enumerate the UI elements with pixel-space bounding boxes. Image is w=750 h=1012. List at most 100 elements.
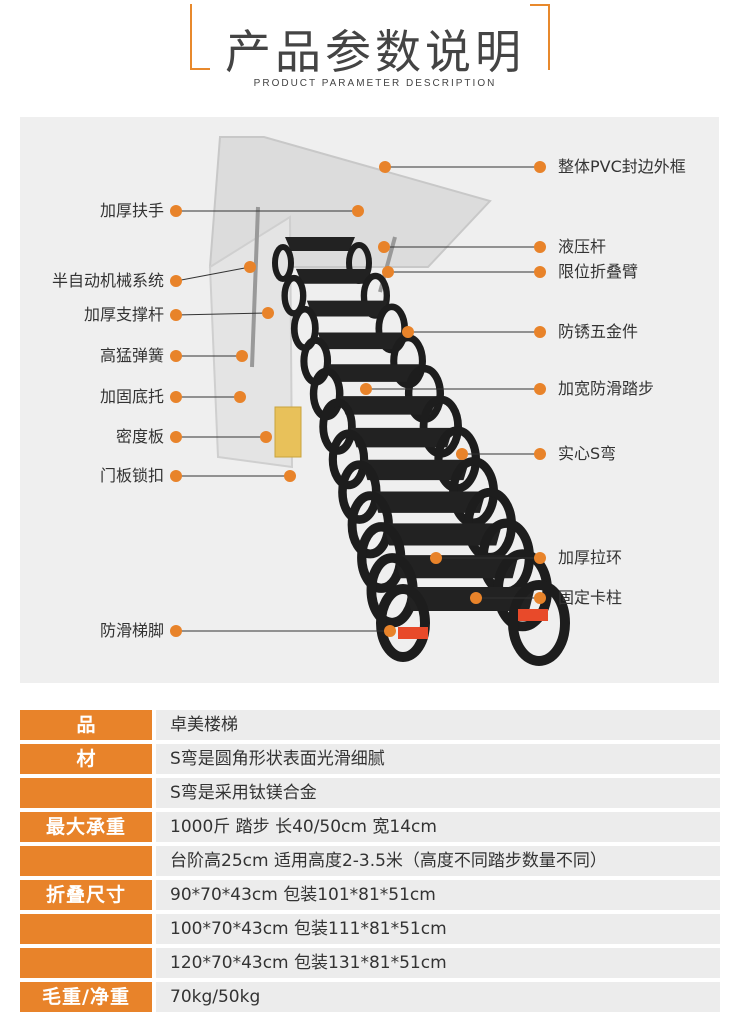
- label-density-board: 密度板: [115, 427, 164, 446]
- callout-dot: [534, 241, 546, 253]
- connector-line: [175, 266, 251, 282]
- callout-dot: [236, 350, 248, 362]
- spec-key: 最大承重: [20, 812, 152, 842]
- spec-key: 材 质: [20, 744, 152, 800]
- spec-value: S弯是圆角形状表面光滑细腻: [156, 744, 720, 774]
- label-rustproof-hardware: 防锈五金件: [558, 322, 639, 341]
- spec-row: S弯是采用钛镁合金: [20, 778, 720, 808]
- callout-dot: [170, 350, 182, 362]
- s-bend: [376, 584, 430, 662]
- spec-value: 1000斤 踏步 长40/50cm 宽14cm: [156, 812, 720, 842]
- spec-value: 100*70*43cm 包装111*81*51cm: [156, 914, 720, 944]
- ladder-step: [317, 332, 405, 350]
- ladder-step: [405, 587, 535, 611]
- callout-dot: [534, 161, 546, 173]
- spec-value: 70kg/50kg: [156, 982, 720, 1012]
- density-board: [274, 406, 302, 458]
- callout-dot: [534, 552, 546, 564]
- label-folding-arm: 限位折叠臂: [558, 262, 639, 281]
- callout-dot: [170, 470, 182, 482]
- callout-dot: [534, 383, 546, 395]
- spec-value: S弯是采用钛镁合金: [156, 778, 720, 808]
- ladder-foot: [518, 609, 548, 621]
- callout-dot: [534, 266, 546, 278]
- spec-row: 折叠尺寸 90*70*43cm 包装101*81*51cm: [20, 880, 720, 910]
- spec-key: [20, 846, 152, 876]
- ladder-step: [306, 300, 388, 317]
- header-bracket-left: [190, 4, 210, 70]
- section-header: 产品参数说明 PRODUCT PARAMETER DESCRIPTION: [0, 0, 750, 110]
- label-pull-ring: 加厚拉环: [558, 548, 623, 567]
- callout-dot: [534, 592, 546, 604]
- label-door-lock: 门板锁扣: [99, 466, 164, 485]
- label-hydraulic-rod: 液压杆: [558, 237, 607, 256]
- callout-dot: [456, 448, 468, 460]
- label-solid-s-bend: 实心S弯: [558, 444, 617, 463]
- spec-key: [20, 778, 152, 808]
- ladder-step: [383, 523, 503, 546]
- spec-key: 折叠尺寸: [20, 880, 152, 910]
- page-subtitle: PRODUCT PARAMETER DESCRIPTION: [253, 78, 497, 89]
- callout-dot: [382, 266, 394, 278]
- spec-row: 品 牌 卓美楼梯: [20, 710, 720, 766]
- callout-dot: [470, 592, 482, 604]
- label-pvc-frame: 整体PVC封边外框: [558, 157, 686, 176]
- callout-dot: [430, 552, 442, 564]
- spec-row: 最大承重 1000斤 踏步 长40/50cm 宽14cm: [20, 812, 720, 842]
- spec-key: 品 牌: [20, 710, 152, 766]
- spec-row: 120*70*43cm 包装131*81*51cm: [20, 948, 720, 978]
- ladder-steps: [272, 237, 570, 666]
- spec-value: 90*70*43cm 包装101*81*51cm: [156, 880, 720, 910]
- ladder-illustration: [170, 136, 570, 666]
- label-wide-step: 加宽防滑踏步: [558, 379, 655, 398]
- callout-dot: [170, 309, 182, 321]
- callout-dot: [378, 241, 390, 253]
- label-semi-auto-system: 半自动机械系统: [51, 271, 164, 290]
- ladder-step: [339, 396, 437, 415]
- callout-dot: [360, 383, 372, 395]
- spec-row: 材 质 S弯是圆角形状表面光滑细腻: [20, 744, 720, 800]
- s-bend: [272, 244, 294, 282]
- spec-key: [20, 914, 152, 944]
- ladder-step: [361, 459, 470, 481]
- spec-row: 台阶高25cm 适用高度2-3.5米（高度不同踏步数量不同）: [20, 846, 720, 876]
- label-connectors: [170, 161, 546, 637]
- callout-dot: [170, 431, 182, 443]
- label-spring: 高猛弹簧: [99, 346, 164, 365]
- spec-value: 台阶高25cm 适用高度2-3.5米（高度不同踏步数量不同）: [156, 846, 720, 876]
- label-thick-handrail: 加厚扶手: [99, 201, 164, 220]
- callout-dot: [534, 448, 546, 460]
- callout-dot: [379, 161, 391, 173]
- spec-key: [20, 948, 152, 978]
- ladder-step: [372, 491, 486, 513]
- s-bend: [508, 580, 570, 666]
- label-base-bracket: 加固底托: [99, 387, 164, 406]
- s-bend: [281, 274, 307, 317]
- page-title: 产品参数说明: [225, 25, 525, 79]
- spec-row: 毛重/净重 70kg/50kg: [20, 982, 720, 1012]
- callout-dot: [170, 205, 182, 217]
- callout-dot: [402, 326, 414, 338]
- callout-dot: [244, 261, 256, 273]
- callout-dot: [170, 275, 182, 287]
- label-support-rod: 加厚支撑杆: [83, 305, 164, 324]
- connector-line: [175, 312, 269, 316]
- label-anti-slip-feet: 防滑梯脚: [99, 621, 164, 640]
- callout-dot: [384, 625, 396, 637]
- ladder-step: [394, 555, 519, 579]
- ladder-step: [295, 268, 372, 284]
- label-fixed-post: 固定卡柱: [558, 588, 623, 607]
- callout-dot: [352, 205, 364, 217]
- product-diagram: 加厚扶手 半自动机械系统 加厚支撑杆 高猛弹簧 加固底托 密度板 门板锁扣 防滑…: [20, 117, 719, 683]
- callout-dot: [284, 470, 296, 482]
- callout-dot: [170, 391, 182, 403]
- ladder-step: [328, 364, 421, 382]
- ladder-step: [285, 237, 355, 251]
- spec-row: 100*70*43cm 包装111*81*51cm: [20, 914, 720, 944]
- callout-dot: [170, 625, 182, 637]
- callout-dot: [534, 326, 546, 338]
- spec-key: 毛重/净重: [20, 982, 152, 1012]
- header-bracket-right: [530, 4, 550, 70]
- callout-dot: [262, 307, 274, 319]
- spec-value: 120*70*43cm 包装131*81*51cm: [156, 948, 720, 978]
